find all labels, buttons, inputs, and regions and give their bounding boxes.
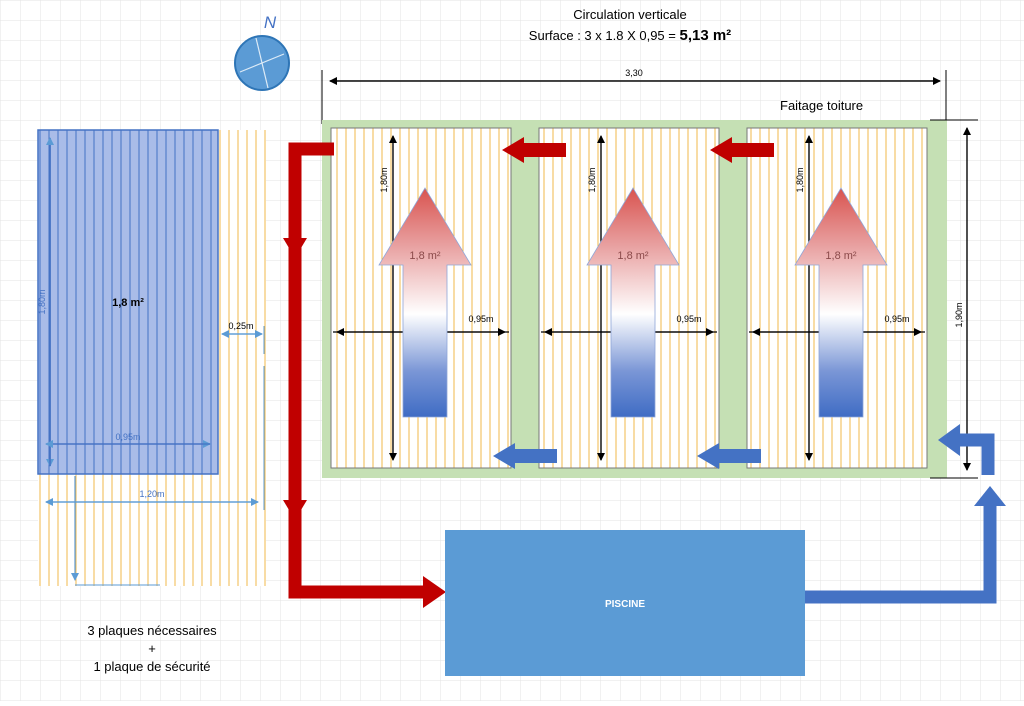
note-line-1: 3 plaques nécessaires <box>87 623 217 638</box>
cold-left-arrow-icon <box>938 424 960 456</box>
panel-area-label: 1,8 m² <box>825 250 857 262</box>
panel-area-label: 1,8 m² <box>409 250 441 262</box>
hot-water-flow <box>283 142 446 608</box>
heat-rise-arrow-icon <box>378 187 472 418</box>
pool-label: PISCINE <box>605 599 645 610</box>
hot-flow-arrow-icon <box>423 576 446 608</box>
surface-formula: Surface : 3 x 1.8 X 0,95 = 5,13 m² <box>529 27 731 44</box>
panel-height-label: 1,80m <box>795 167 805 192</box>
roof-height-dimension: 1,90m <box>930 119 978 479</box>
left-panel-active-area <box>38 130 218 474</box>
panel-height-label: 1,80m <box>379 167 389 192</box>
roof-width-label: 3,30 <box>625 68 643 78</box>
left-panel-area-label: 1,8 m² <box>112 297 144 309</box>
heat-rise-arrow-icon <box>586 187 680 418</box>
left-panel-width-label: 0,95m <box>115 432 140 442</box>
pool <box>445 530 805 676</box>
left-panel-total-width-label: 1,20m <box>139 489 164 499</box>
roof-height-label: 1,90m <box>954 302 964 327</box>
outflow-arrow-icon <box>493 443 557 469</box>
note-line-3: 1 plaque de sécurité <box>93 659 210 674</box>
title: Circulation verticale <box>573 7 686 22</box>
roof-panel: 1,80m 0,95m 1,8 m² <box>330 127 512 469</box>
left-panel-gap-label: 0,25m <box>228 321 253 331</box>
outflow-arrow-icon <box>697 443 761 469</box>
panel-height-label: 1,80m <box>587 167 597 192</box>
left-panel-drawing: 1,80m 1,8 m² 0,95m 0,25m 1,20m <box>37 129 266 586</box>
inflow-arrow-icon <box>710 137 774 163</box>
cold-up-arrow-icon <box>974 486 1006 506</box>
roof-panel: 1,80m 0,95m 1,8 m² <box>746 127 928 469</box>
left-panel-height-label: 1,80m <box>37 289 47 314</box>
panel-width-label: 0,95m <box>884 314 909 324</box>
roof-panel: 1,80m 0,95m 1,8 m² <box>538 127 720 469</box>
compass-north-label: N <box>264 13 277 32</box>
panel-width-label: 0,95m <box>468 314 493 324</box>
panel-area-label: 1,8 m² <box>617 250 649 262</box>
panel-width-label: 0,95m <box>676 314 701 324</box>
heat-rise-arrow-icon <box>794 187 888 418</box>
compass-icon: N <box>234 13 290 91</box>
note-line-2: + <box>148 641 156 656</box>
hot-down-arrow-icon <box>283 238 307 258</box>
roof-width-dimension: 3,30 <box>321 68 947 124</box>
hot-down-arrow-icon-2 <box>283 500 307 520</box>
ridge-label: Faitage toiture <box>780 98 863 113</box>
roof-panels: 1,80m 0,95m 1,8 m² 1,80m 0,95m 1,8 m² 1,80m 0,9… <box>330 127 928 469</box>
inflow-arrow-icon <box>502 137 566 163</box>
cold-water-flow <box>805 424 1006 604</box>
